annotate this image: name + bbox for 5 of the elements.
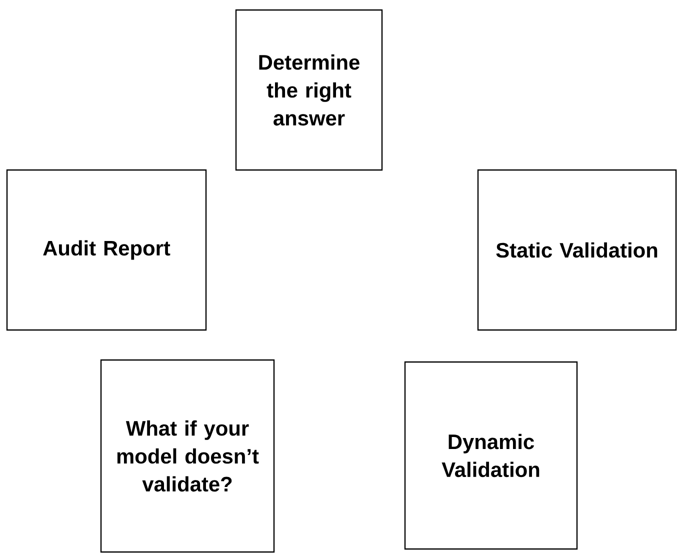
text-box: Determine the right answer: [235, 9, 383, 171]
text-box: What if your model doesn’t validate?: [100, 359, 275, 553]
text-box: Audit Report: [6, 169, 207, 331]
text-box: Dynamic Validation: [404, 361, 578, 550]
text-box: Static Validation: [477, 169, 677, 331]
